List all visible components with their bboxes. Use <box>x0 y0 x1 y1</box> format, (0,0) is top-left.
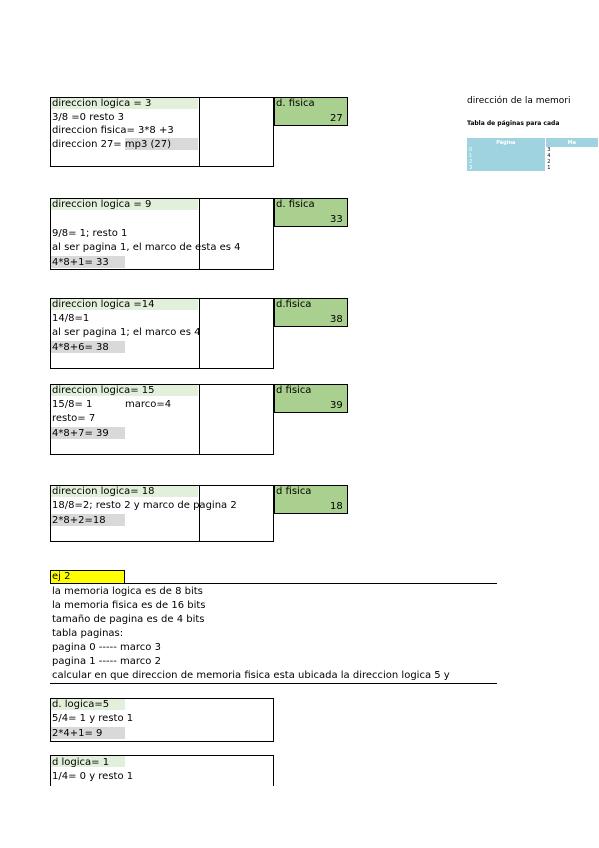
calc-line: 3/8 =0 resto 3 <box>52 112 125 123</box>
column-divider <box>199 97 200 167</box>
physical-address-cell <box>274 384 348 413</box>
frame-cell: 1 <box>547 165 551 171</box>
calc-line: marco=4 <box>125 399 172 410</box>
calc-line: 4*8+6= 38 <box>52 342 109 353</box>
sub-calc-block-1 <box>50 698 274 742</box>
physical-address-label: d fisica <box>276 385 312 396</box>
calc-block-2 <box>50 198 274 270</box>
result-highlight <box>51 256 125 268</box>
physical-address-label: d. fisica <box>276 199 315 210</box>
divider <box>50 755 274 756</box>
calc-line: 14/8=1 <box>52 313 90 324</box>
calc-line: direccion 27= mp3 (27) <box>52 139 172 150</box>
calc-line: 1/4= 0 y resto 1 <box>52 771 134 782</box>
calc-line: direccion fisica= 3*8 +3 <box>52 125 174 136</box>
physical-address-cell <box>274 198 348 227</box>
frame-cell: 4 <box>547 153 551 159</box>
logical-header-bg <box>51 98 198 109</box>
physical-address-label: d fisica <box>276 486 312 497</box>
logical-header-bg <box>51 199 198 210</box>
result-highlight <box>125 138 198 150</box>
result-highlight <box>51 727 125 739</box>
divider <box>125 583 497 584</box>
page-cell: 3 <box>467 165 546 171</box>
physical-address-label: d.fisica <box>276 299 312 310</box>
logical-address-header: d logica= 1 <box>52 757 110 768</box>
physical-address-label: d. fisica <box>276 98 315 109</box>
logical-header-bg <box>51 699 125 710</box>
calc-block-5 <box>50 485 274 542</box>
logical-address-header: direccion logica = 3 <box>52 98 152 109</box>
right-panel-heading: dirección de la memori <box>467 96 571 106</box>
calc-line: 15/8= 1 <box>52 399 93 410</box>
physical-address-value: 27 <box>330 113 343 124</box>
logical-address-header: direccion logica= 15 <box>52 385 155 396</box>
statement-line: la memoria fisica es de 16 bits <box>52 600 206 611</box>
logical-address-header: direccion logica = 9 <box>52 199 152 210</box>
frame-column-header: Ma <box>545 138 599 147</box>
calc-block-1 <box>50 97 274 167</box>
result-highlight <box>51 514 125 526</box>
page-cell: 2 <box>467 159 546 165</box>
physical-address-value: 18 <box>330 501 343 512</box>
calc-line: 9/8= 1; resto 1 <box>52 228 128 239</box>
logical-address-header: d. logica=5 <box>52 699 110 710</box>
calc-line: al ser pagina 1, el marco de esta es 4 <box>52 242 241 253</box>
physical-address-cell <box>274 97 348 126</box>
page-cell: 1 <box>467 153 546 159</box>
calc-line: 4*8+1= 33 <box>52 257 109 268</box>
statement-line: tabla paginas: <box>52 628 124 639</box>
statement-line: tamaño de pagina es de 4 bits <box>52 614 205 625</box>
column-divider <box>199 485 200 542</box>
logical-header-bg <box>51 756 125 767</box>
result-highlight <box>51 427 125 439</box>
logical-header-bg <box>51 486 198 497</box>
physical-address-value: 33 <box>330 214 343 225</box>
exercise-label-cell <box>50 570 125 584</box>
calc-block-4 <box>50 384 274 455</box>
result-highlight <box>51 341 125 353</box>
logical-address-header: direccion logica =14 <box>52 299 155 310</box>
calc-line: 4*8+7= 39 <box>52 428 109 439</box>
physical-address-cell <box>274 298 348 327</box>
exercise-label: ej 2 <box>52 571 71 582</box>
calc-line: al ser pagina 1; el marco es 4 <box>52 327 201 338</box>
calc-line: 18/8=2; resto 2 y marco de pagina 2 <box>52 500 237 511</box>
physical-address-cell <box>274 485 348 514</box>
physical-address-value: 38 <box>330 314 343 325</box>
calc-line: 2*8+2=18 <box>52 515 106 526</box>
statement-line: calcular en que direccion de memoria fis… <box>52 670 450 681</box>
page-cell: 0 <box>467 147 546 153</box>
frame-cell: 3 <box>547 147 551 153</box>
statement-line: pagina 1 ----- marco 2 <box>52 656 161 667</box>
page-table-caption: Tabla de páginas para cada <box>467 120 560 127</box>
calc-line: resto= 7 <box>52 413 96 424</box>
frame-cell: 2 <box>547 159 551 165</box>
divider <box>273 755 274 786</box>
logical-header-bg <box>51 299 198 310</box>
calc-line: 2*4+1= 9 <box>52 728 103 739</box>
column-divider <box>199 384 200 455</box>
logical-address-header: direccion logica= 18 <box>52 486 155 497</box>
divider <box>50 755 51 786</box>
statement-line: la memoria logica es de 8 bits <box>52 586 203 597</box>
column-divider <box>199 198 200 270</box>
logical-header-bg <box>51 385 198 396</box>
physical-address-value: 39 <box>330 400 343 411</box>
divider <box>50 683 497 684</box>
calc-line: 5/4= 1 y resto 1 <box>52 713 134 724</box>
page-column-header: Página <box>467 138 546 147</box>
column-divider <box>199 298 200 369</box>
calc-block-3 <box>50 298 274 369</box>
statement-line: pagina 0 ----- marco 3 <box>52 642 161 653</box>
